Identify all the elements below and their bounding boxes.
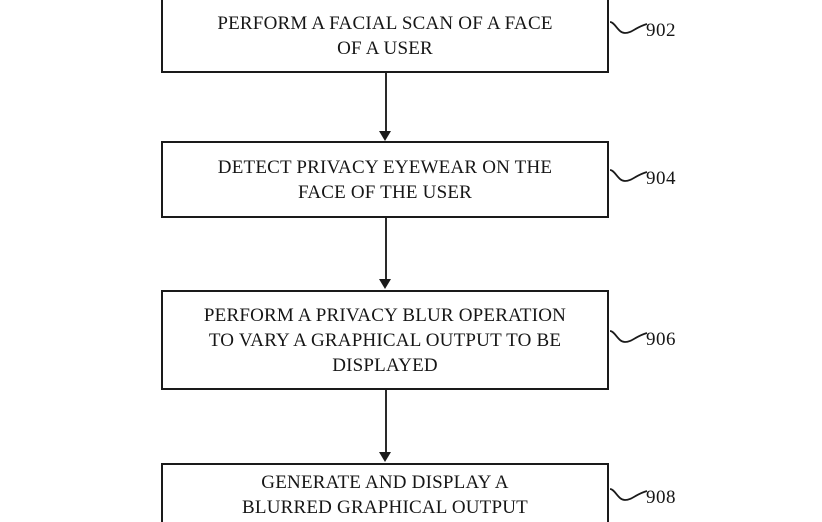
arrow-head-904-906 xyxy=(379,279,391,289)
leader-line-904 xyxy=(609,169,648,182)
process-box-908-label: GENERATE AND DISPLAY A BLURRED GRAPHICAL… xyxy=(242,472,528,518)
leader-line-908 xyxy=(609,488,648,501)
process-box-902: PERFORM A FACIAL SCAN OF A FACE OF A USE… xyxy=(161,0,609,73)
connector-904-906 xyxy=(385,218,387,280)
reference-numeral-906: 906 xyxy=(646,329,676,350)
leader-line-902 xyxy=(609,21,648,34)
process-box-908: GENERATE AND DISPLAY A BLURRED GRAPHICAL… xyxy=(161,463,609,522)
process-box-906: PERFORM A PRIVACY BLUR OPERATION TO VARY… xyxy=(161,290,609,390)
reference-numeral-904: 904 xyxy=(646,168,676,189)
reference-numeral-908: 908 xyxy=(646,487,676,508)
process-box-906-label: PERFORM A PRIVACY BLUR OPERATION TO VARY… xyxy=(203,304,567,376)
leader-line-906 xyxy=(609,330,648,343)
connector-906-908 xyxy=(385,390,387,453)
connector-902-904 xyxy=(385,73,387,133)
process-box-904: DETECT PRIVACY EYEWEAR ON THE FACE OF TH… xyxy=(161,141,609,218)
process-box-904-label: DETECT PRIVACY EYEWEAR ON THE FACE OF TH… xyxy=(217,156,553,203)
arrow-head-902-904 xyxy=(379,131,391,141)
process-box-902-label: PERFORM A FACIAL SCAN OF A FACE OF A USE… xyxy=(217,12,553,59)
arrow-head-906-908 xyxy=(379,452,391,462)
reference-numeral-902: 902 xyxy=(646,20,676,41)
